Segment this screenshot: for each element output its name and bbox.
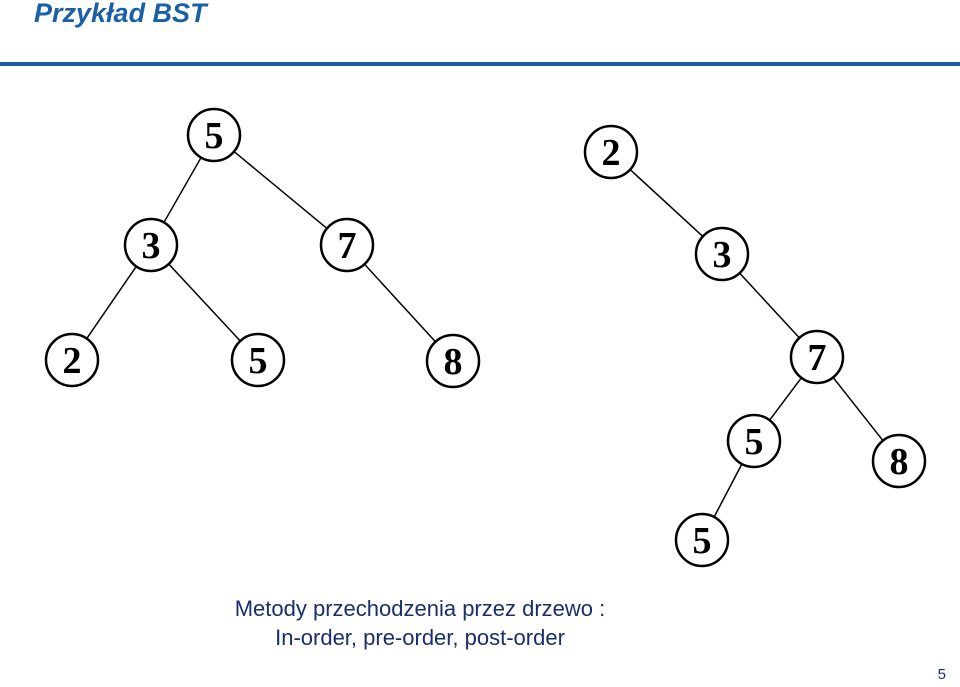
node-circle: [44, 332, 100, 388]
node-circle: [583, 124, 639, 180]
node-circle: [674, 512, 730, 568]
node-circle: [186, 107, 242, 163]
node-label: 8: [444, 341, 463, 383]
node-label: 8: [890, 441, 909, 483]
nodes-layer: 5 3 7 2 5 8 2 3 7 5 8 5: [44, 107, 927, 568]
node-circle: [726, 413, 782, 469]
node-label: 5: [745, 421, 764, 463]
tree-node-b5: 5: [726, 413, 782, 469]
tree-node-a8: 8: [425, 333, 481, 389]
tree-edge-a5-a3: [163, 157, 202, 223]
caption-line-2: In-order, pre-order, post-order: [275, 625, 565, 650]
tree-node-b7: 7: [789, 329, 845, 385]
node-circle: [871, 433, 927, 489]
tree-edge-b7-b8: [832, 376, 884, 442]
node-circle: [319, 217, 375, 273]
node-label: 5: [205, 115, 224, 157]
tree-node-b8: 8: [871, 433, 927, 489]
node-label: 2: [63, 340, 82, 382]
node-circle: [694, 226, 750, 282]
tree-node-b3: 3: [694, 226, 750, 282]
tree-node-a5b: 5: [230, 332, 286, 388]
tree-edge-a3-a5b: [168, 263, 241, 342]
slide-title: Przykład BST: [34, 0, 207, 28]
tree-node-a2: 2: [44, 332, 100, 388]
tree-edge-b7-b5: [768, 377, 803, 421]
tree-edge-b5-b5b: [713, 463, 743, 518]
tree-node-b2: 2: [583, 124, 639, 180]
tree-node-a5: 5: [186, 107, 242, 163]
edges-layer: [86, 150, 884, 518]
node-label: 7: [338, 225, 357, 267]
node-circle: [230, 332, 286, 388]
tree-node-a3: 3: [123, 217, 179, 273]
node-circle: [789, 329, 845, 385]
node-label: 2: [602, 132, 621, 174]
title-underline: [0, 62, 960, 66]
tree-node-a7: 7: [319, 217, 375, 273]
tree-edge-a3-a2: [86, 266, 137, 339]
traversal-caption: Metody przechodzenia przez drzewo : In-o…: [0, 594, 840, 652]
node-circle: [123, 217, 179, 273]
node-circle: [425, 333, 481, 389]
tree-node-b5b: 5: [674, 512, 730, 568]
caption-line-1: Metody przechodzenia przez drzewo :: [234, 596, 606, 621]
tree-edge-b2-b3: [629, 169, 704, 237]
tree-edge-a5-a7: [233, 150, 328, 230]
node-label: 7: [808, 337, 827, 379]
node-label: 5: [693, 520, 712, 562]
node-label: 3: [142, 225, 161, 267]
node-label: 3: [713, 234, 732, 276]
tree-edge-a7-a8: [363, 263, 437, 343]
page-number: 5: [937, 666, 946, 683]
tree-edge-b3-b7: [739, 272, 800, 339]
node-label: 5: [249, 340, 268, 382]
